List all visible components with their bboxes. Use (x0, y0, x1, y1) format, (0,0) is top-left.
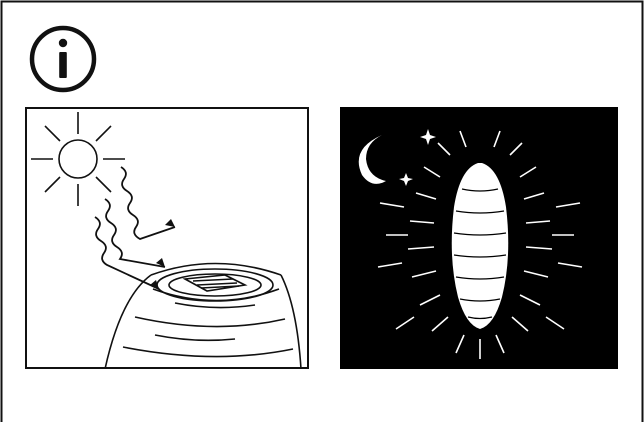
info-circle-icon (28, 24, 98, 94)
daytime-solar-charging-illustration (25, 107, 309, 369)
nighttime-glowing-lantern-illustration (340, 107, 618, 369)
